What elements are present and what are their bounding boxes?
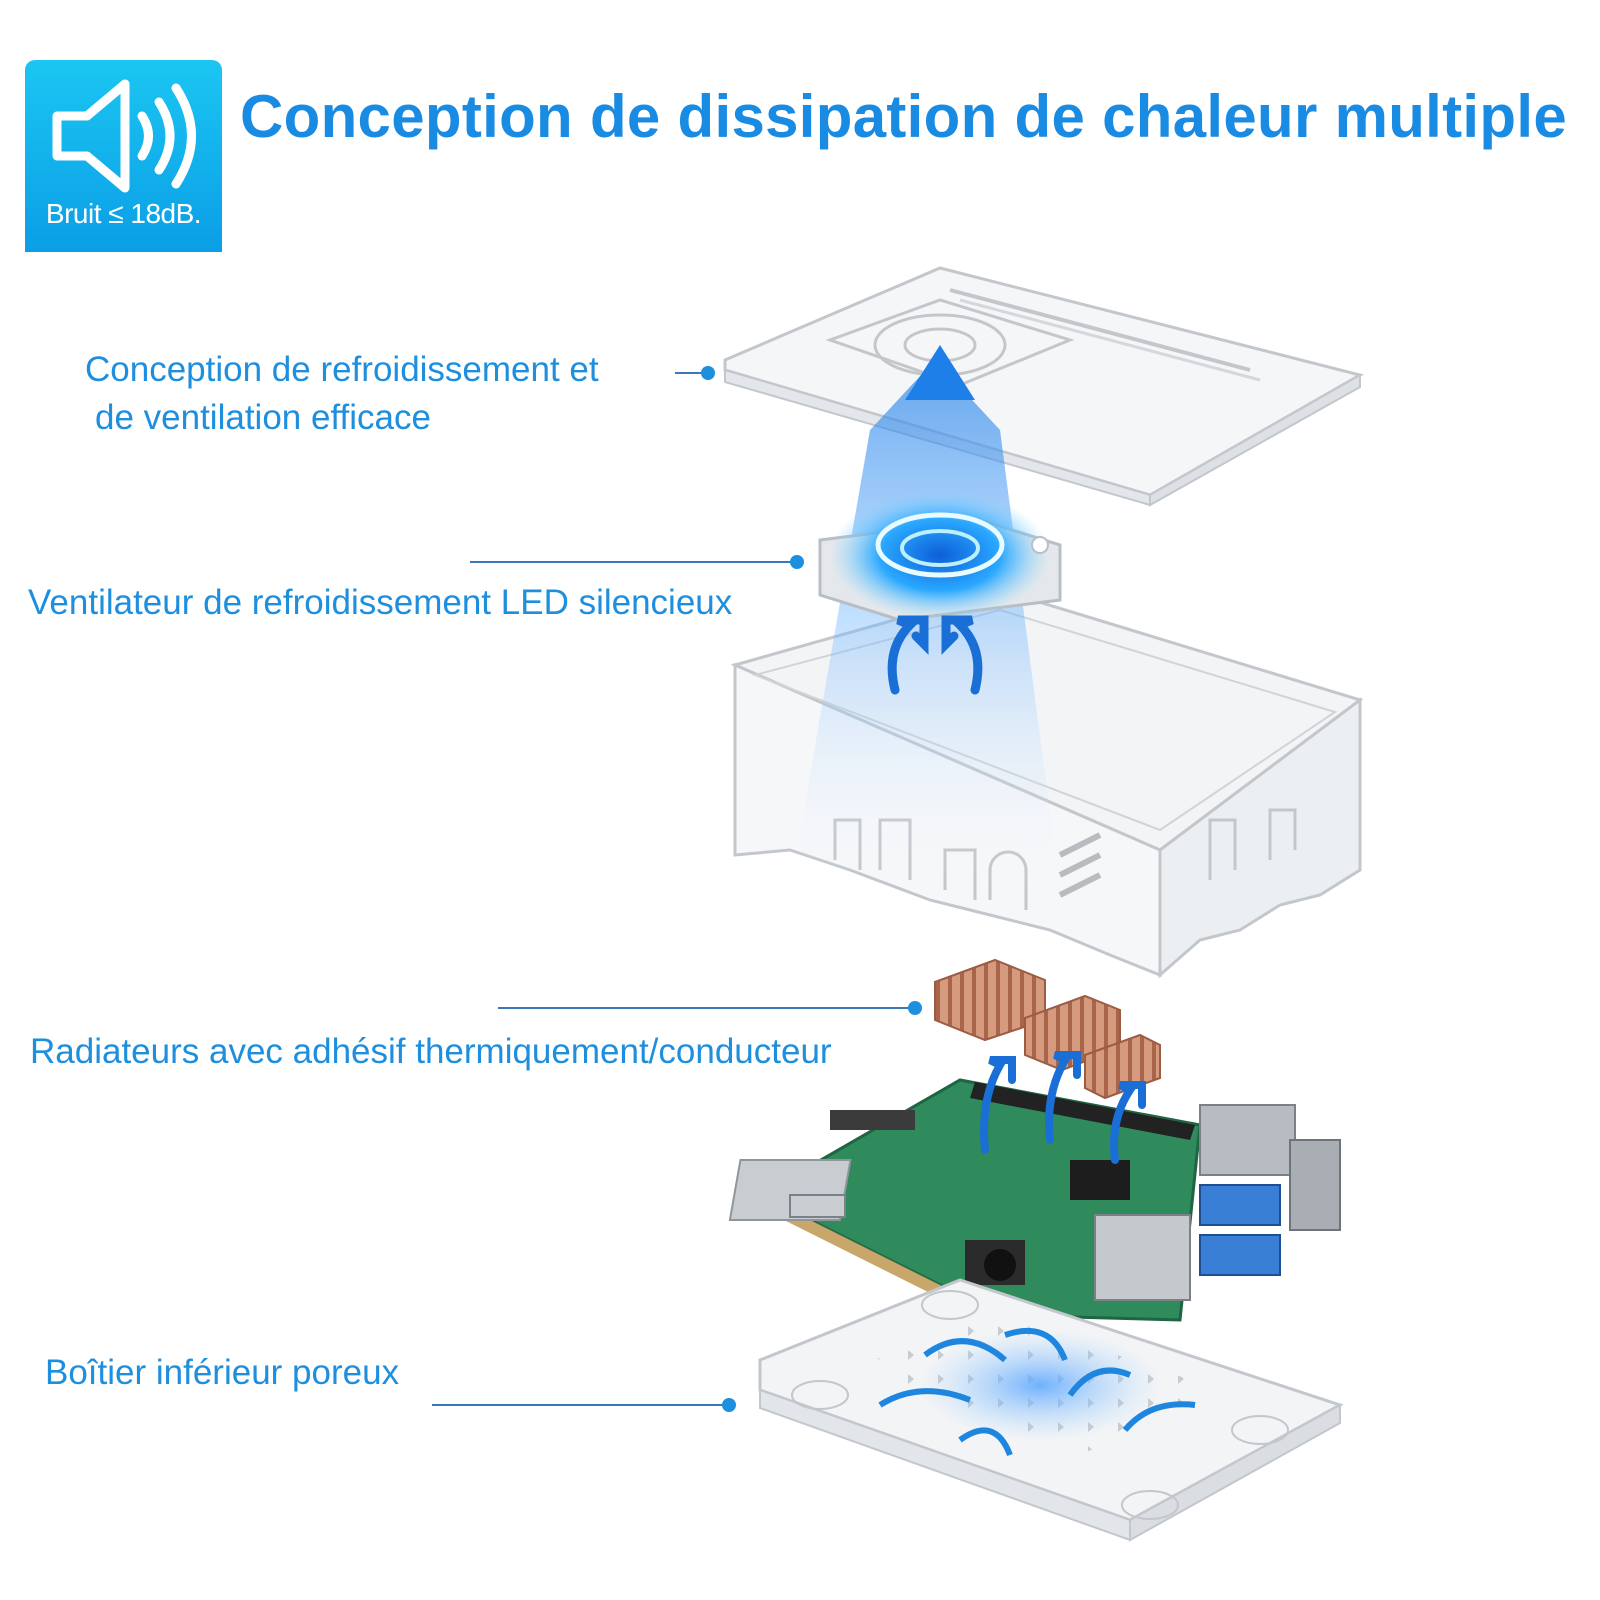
speaker-icon — [52, 79, 196, 193]
leader-dot — [722, 1398, 736, 1412]
heatsinks — [934, 958, 1161, 1100]
callout-ventilation-line2: de ventilation efficace — [95, 398, 431, 437]
leader-line — [675, 372, 708, 374]
callout-ventilation-line1: Conception de refroidissement et — [85, 350, 599, 389]
led-fan — [818, 490, 1062, 695]
noise-badge: Bruit ≤ 18dB. — [25, 60, 222, 252]
leader-dot — [790, 555, 804, 569]
airflow-arrow-icon — [905, 345, 975, 400]
page-title: Conception de dissipation de chaleur mul… — [240, 83, 1567, 150]
noise-label: Bruit ≤ 18dB. — [45, 198, 202, 229]
leader-dot — [908, 1001, 922, 1015]
callout-bottom-case: Boîtier inférieur poreux — [45, 1353, 400, 1392]
callout-heatsinks: Radiateurs avec adhésif thermiquement/co… — [30, 1032, 832, 1071]
top-lid — [723, 266, 1364, 507]
leader-line — [470, 561, 796, 563]
leader-dot — [701, 366, 715, 380]
raspberry-pi-board — [728, 1051, 1341, 1328]
callout-ventilation: Conception de refroidissement et de vent… — [85, 346, 599, 442]
bottom-plate — [758, 1278, 1344, 1542]
callout-fan: Ventilateur de refroidissement LED silen… — [28, 583, 733, 622]
leader-line — [432, 1404, 727, 1406]
leader-line — [498, 1007, 913, 1009]
